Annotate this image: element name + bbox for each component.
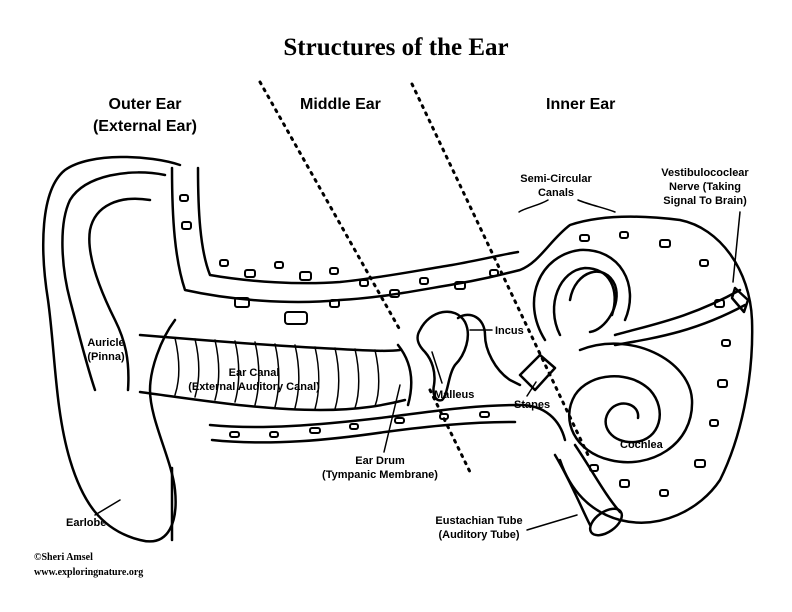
outer-ear-label-line1: Outer Ear — [108, 96, 182, 113]
malleus-label: Malleus — [434, 389, 475, 401]
temporal-bone-lower — [208, 403, 567, 442]
pointer-lines — [94, 199, 741, 531]
diagram-title: Structures of the Ear — [283, 34, 509, 61]
temporal-bone-lower-inner — [210, 420, 517, 444]
ear-drum-label-line1: Ear Drum — [355, 455, 405, 467]
eustachian-opening — [588, 507, 624, 537]
ear-canal-label: Ear Canal (External Auditory Canal) — [176, 366, 332, 394]
malleus-shape — [416, 310, 470, 402]
auricle-label-line2: (Pinna) — [87, 351, 125, 363]
ear-canal-label-line2: (External Auditory Canal) — [188, 381, 320, 393]
stapes-shape — [518, 353, 557, 392]
auricle-shape — [42, 155, 182, 543]
cochlea-label: Cochlea — [620, 439, 663, 451]
bone-texture — [179, 194, 731, 497]
eustachian-tube-label-line1: Eustachian Tube — [435, 515, 523, 527]
semicircular-canals-label-line2: Canals — [537, 187, 575, 199]
vestibulocochlear-nerve-shape — [613, 288, 747, 347]
vestibulocochlear-nerve-label-line3: Signal To Brain) — [663, 195, 747, 207]
credit-website[interactable]: www.exploringnature.org — [34, 567, 144, 578]
temporal-bone-upper — [170, 166, 754, 524]
semicircular-canals-label-line1: Semi-Circular — [520, 173, 592, 185]
semicircular-canals-label: Semi-Circular Canals — [506, 172, 606, 200]
eustachian-tube-label: Eustachian Tube (Auditory Tube) — [426, 514, 532, 542]
eustachian-tube-shape — [553, 443, 622, 527]
inner-ear-label: Inner Ear — [546, 96, 616, 113]
vestibulocochlear-nerve-label-line2: Nerve (Taking — [669, 181, 741, 193]
temporal-bone-inner — [196, 166, 520, 285]
cochlea-shape — [567, 342, 694, 464]
incus-shape — [456, 313, 522, 387]
nerve-end — [730, 286, 750, 314]
outer-middle-divider — [258, 80, 402, 332]
credit-author: ©Sheri Amsel — [34, 552, 93, 563]
vestibulocochlear-nerve-label-line1: Vestibulococlear — [661, 167, 749, 179]
ear-canal-shape — [138, 333, 407, 412]
ear-drum-label-line2: (Tympanic Membrane) — [322, 469, 438, 481]
outer-ear-label-line2: (External Ear) — [92, 118, 198, 135]
ear-drum-label: Ear Drum (Tympanic Membrane) — [312, 454, 448, 482]
eustachian-tube-label-line2: (Auditory Tube) — [438, 529, 520, 541]
auricle-label: Auricle (Pinna) — [78, 336, 134, 364]
incus-label: Incus — [495, 325, 524, 337]
eardrum-shape — [396, 343, 413, 407]
ear-canal-label-line1: Ear Canal — [228, 367, 280, 379]
stapes-label: Stapes — [514, 399, 551, 411]
auricle-label-line1: Auricle — [87, 337, 125, 349]
semicircular-canals-shape — [532, 248, 632, 342]
outer-ear-label: Outer Ear (External Ear) — [70, 94, 220, 138]
middle-lower-divider — [428, 388, 472, 474]
earlobe-label: Earlobe — [66, 517, 107, 529]
middle-ear-label: Middle Ear — [300, 96, 381, 113]
vestibulocochlear-nerve-label: Vestibulococlear Nerve (Taking Signal To… — [650, 166, 760, 208]
